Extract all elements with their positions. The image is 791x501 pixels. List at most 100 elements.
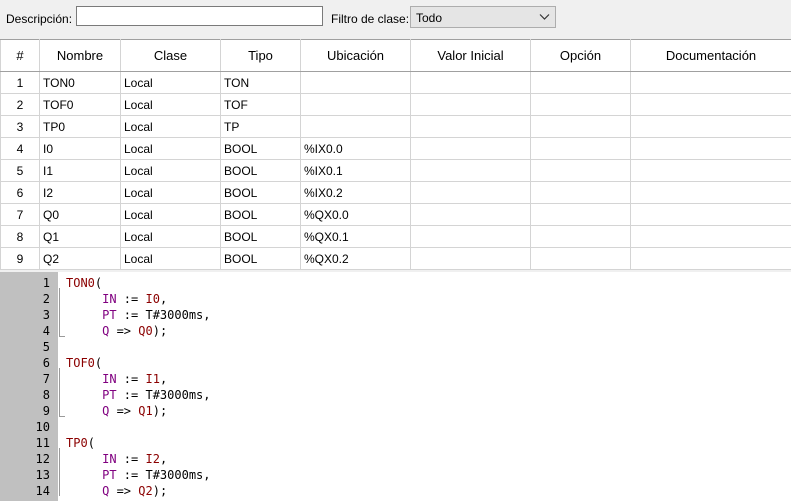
table-cell[interactable]: 7	[0, 203, 40, 226]
table-cell[interactable]: %QX0.1	[300, 225, 411, 248]
table-cell[interactable]: Local	[120, 203, 221, 226]
column-header[interactable]: Clase	[120, 39, 221, 72]
table-cell[interactable]	[630, 137, 791, 160]
table-cell[interactable]	[410, 115, 531, 138]
table-cell[interactable]: BOOL	[220, 137, 301, 160]
column-header[interactable]: Nombre	[39, 39, 121, 72]
table-cell[interactable]	[300, 93, 411, 116]
table-cell[interactable]: %QX0.0	[300, 203, 411, 226]
table-cell[interactable]	[410, 159, 531, 182]
table-cell[interactable]	[300, 115, 411, 138]
table-cell[interactable]: TP0	[39, 115, 121, 138]
table-cell[interactable]	[410, 181, 531, 204]
table-cell[interactable]: 6	[0, 181, 40, 204]
table-cell[interactable]: Local	[120, 71, 221, 94]
table-cell[interactable]: BOOL	[220, 159, 301, 182]
table-cell[interactable]: Q2	[39, 247, 121, 270]
table-cell[interactable]: 5	[0, 159, 40, 182]
table-cell[interactable]: BOOL	[220, 225, 301, 248]
table-cell[interactable]	[630, 225, 791, 248]
table-cell[interactable]: Local	[120, 159, 221, 182]
table-cell[interactable]	[530, 203, 631, 226]
table-cell[interactable]: TP	[220, 115, 301, 138]
table-cell[interactable]: Q1	[39, 225, 121, 248]
table-cell[interactable]	[530, 247, 631, 270]
table-cell[interactable]	[630, 115, 791, 138]
table-cell[interactable]: TOF0	[39, 93, 121, 116]
table-cell[interactable]	[530, 159, 631, 182]
code-token: :=	[116, 452, 146, 466]
table-cell[interactable]: 4	[0, 137, 40, 160]
table-cell[interactable]: I0	[39, 137, 121, 160]
table-cell[interactable]: I1	[39, 159, 121, 182]
table-cell[interactable]: BOOL	[220, 181, 301, 204]
table-cell[interactable]: 8	[0, 225, 40, 248]
column-header[interactable]: Documentación	[630, 39, 791, 72]
column-header[interactable]: Tipo	[220, 39, 301, 72]
table-cell[interactable]: 9	[0, 247, 40, 270]
table-cell[interactable]: %IX0.2	[300, 181, 411, 204]
table-cell[interactable]	[530, 137, 631, 160]
fold-guide	[59, 368, 60, 416]
table-cell[interactable]	[530, 181, 631, 204]
table-cell[interactable]: I2	[39, 181, 121, 204]
table-cell[interactable]: TON	[220, 71, 301, 94]
table-cell[interactable]: BOOL	[220, 247, 301, 270]
table-cell[interactable]: BOOL	[220, 203, 301, 226]
column-header[interactable]: Opción	[530, 39, 631, 72]
table-cell[interactable]	[410, 93, 531, 116]
table-cell[interactable]: %IX0.1	[300, 159, 411, 182]
table-cell[interactable]: Local	[120, 115, 221, 138]
table-cell[interactable]	[410, 203, 531, 226]
table-cell[interactable]: 2	[0, 93, 40, 116]
table-cell[interactable]: Local	[120, 247, 221, 270]
table-cell[interactable]	[530, 93, 631, 116]
table-cell[interactable]	[630, 181, 791, 204]
table-cell[interactable]	[410, 247, 531, 270]
code-token: PT	[66, 468, 117, 482]
table-cell[interactable]	[630, 203, 791, 226]
table-cell[interactable]: TOF	[220, 93, 301, 116]
table-cell[interactable]	[530, 71, 631, 94]
table-cell[interactable]	[410, 137, 531, 160]
table-cell[interactable]: Local	[120, 137, 221, 160]
column-header[interactable]: Ubicación	[300, 39, 411, 72]
table-cell[interactable]: 3	[0, 115, 40, 138]
line-number: 10	[35, 420, 50, 434]
table-cell[interactable]	[630, 159, 791, 182]
description-input[interactable]	[76, 6, 323, 26]
table-cell[interactable]: %QX0.2	[300, 247, 411, 270]
table-cell[interactable]: Local	[120, 93, 221, 116]
class-filter-select[interactable]: Todo	[410, 6, 556, 28]
table-cell[interactable]	[300, 71, 411, 94]
table-cell[interactable]	[530, 225, 631, 248]
table-cell[interactable]	[410, 71, 531, 94]
table-cell[interactable]: TON0	[39, 71, 121, 94]
chevron-down-icon	[539, 14, 550, 20]
table-cell[interactable]	[530, 115, 631, 138]
column-header[interactable]: Valor Inicial	[410, 39, 531, 72]
column-header[interactable]: #	[0, 39, 40, 72]
code-token: Q2	[138, 484, 153, 498]
table-cell[interactable]	[630, 71, 791, 94]
table-cell[interactable]: Local	[120, 225, 221, 248]
table-cell[interactable]	[630, 93, 791, 116]
table-cell[interactable]: 1	[0, 71, 40, 94]
table-cell[interactable]: %IX0.0	[300, 137, 411, 160]
table-cell[interactable]: Q0	[39, 203, 121, 226]
table-cell[interactable]	[410, 225, 531, 248]
table-cell[interactable]: Local	[120, 181, 221, 204]
table-cell[interactable]	[630, 247, 791, 270]
